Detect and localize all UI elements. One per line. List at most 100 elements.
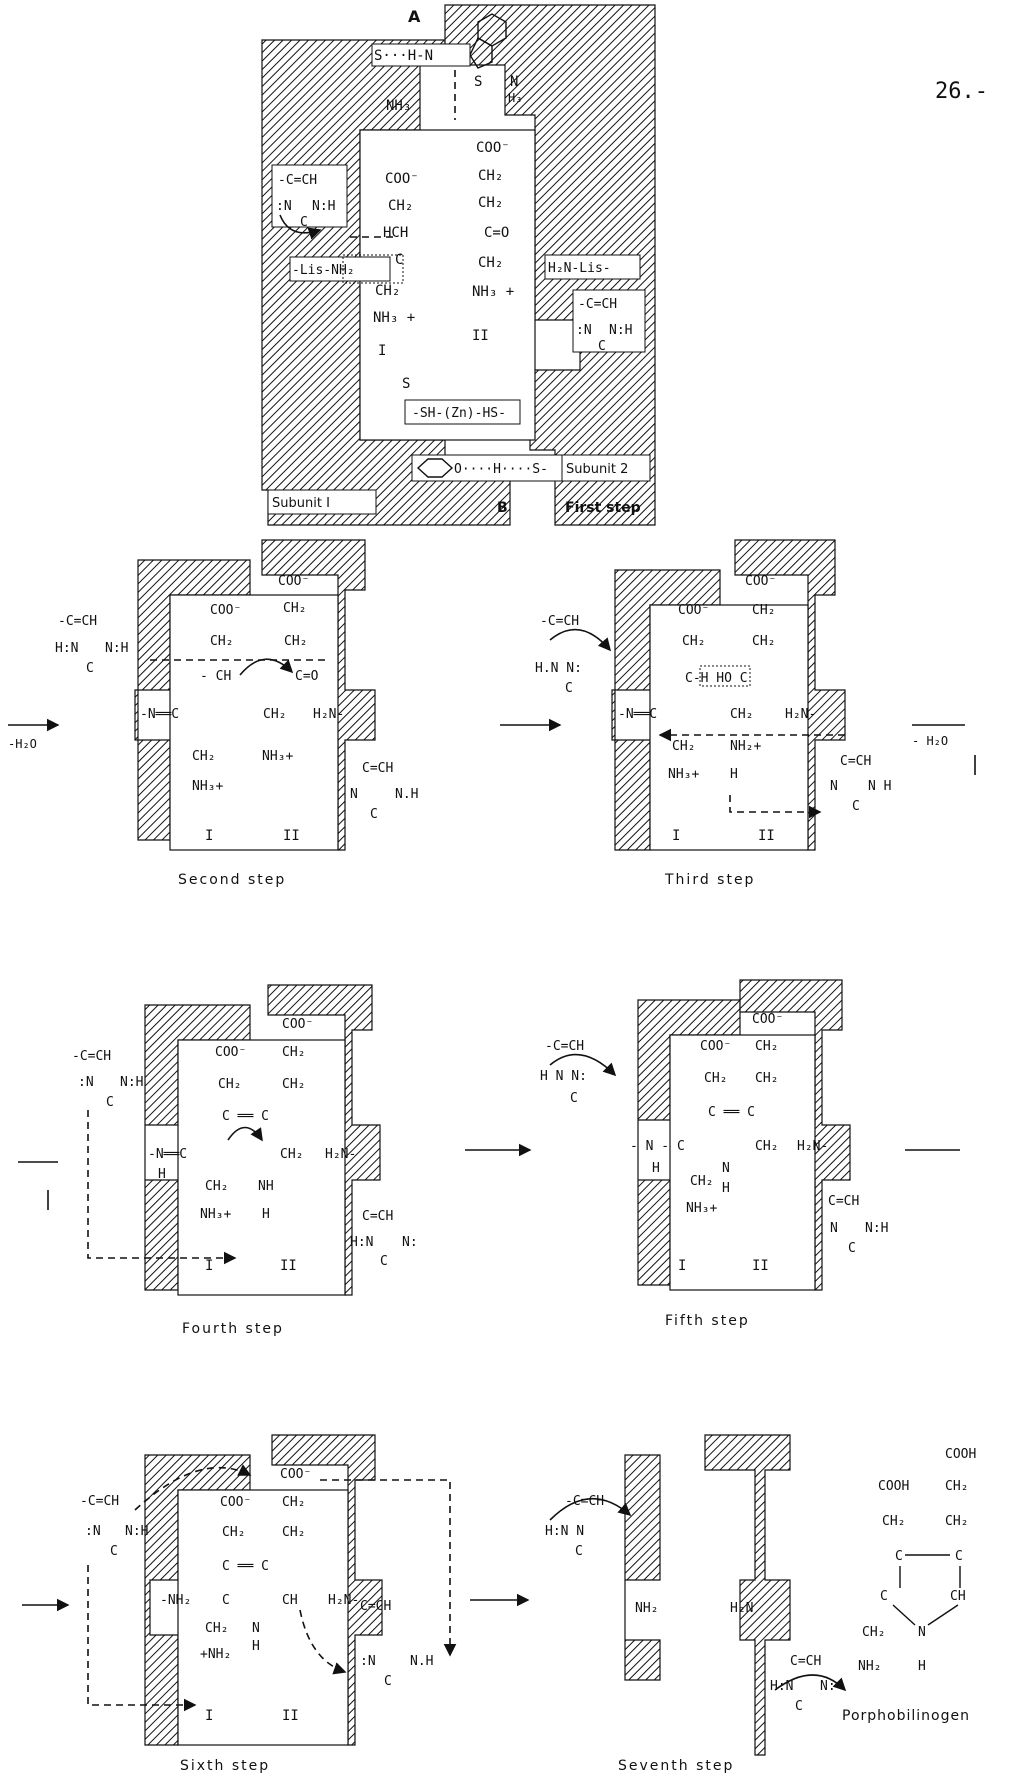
sixth-step-panel: COO⁻ COO⁻ CH₂ CH₂ CH₂ C ══ C -NH₂ C CH H… xyxy=(80,1434,457,1774)
s2-arrow-note: -H₂O xyxy=(8,737,37,751)
seventh-step-panel: NH₂ H₂N -C=CH H:N N C C=CH H:N N: C Seve… xyxy=(545,1434,847,1774)
amine-h3: H₃ xyxy=(508,91,522,105)
amine-n: N xyxy=(510,74,518,90)
sub-I-c: C xyxy=(395,252,403,268)
s4-his2-c: N: xyxy=(402,1235,418,1250)
s4-curve xyxy=(227,1126,263,1142)
s6-label: Sixth step xyxy=(180,1758,270,1774)
electron-arrow xyxy=(279,214,322,240)
s3-ch2a: CH₂ xyxy=(752,603,775,618)
s7-his2-a: C=CH xyxy=(790,1654,821,1669)
s5-h2: H xyxy=(722,1181,730,1196)
sub-II-ch2a: CH₂ xyxy=(478,168,503,184)
s3-I: I xyxy=(672,828,680,844)
arrow-to-second-step: -H₂O xyxy=(8,718,60,751)
sub-II-coo: COO⁻ xyxy=(476,140,510,156)
step5-left-wall xyxy=(637,999,741,1286)
s4-h2: H xyxy=(262,1207,270,1222)
s4-his-c: N:H xyxy=(120,1075,143,1090)
s4-label: Fourth step xyxy=(182,1321,284,1337)
s3-label: Third step xyxy=(664,872,755,888)
s4-his2-a: C=CH xyxy=(362,1209,393,1224)
s2-his2-d: C xyxy=(370,807,378,822)
s7-label: Seventh step xyxy=(618,1758,734,1774)
s6-nh2: -NH₂ xyxy=(160,1593,191,1608)
s3-ch2e: CH₂ xyxy=(672,739,695,754)
s3-his-a: -C=CH xyxy=(540,614,579,629)
lysine-left: -Lis-NH₂ xyxy=(292,263,355,278)
s4-ch2b: CH₂ xyxy=(218,1077,241,1092)
sub-I-nh3: NH₃ + xyxy=(373,310,415,326)
s4-schiff: -N══C xyxy=(148,1147,187,1162)
s3-dotbox xyxy=(699,665,751,687)
step4-left-wall xyxy=(144,1004,251,1291)
schiff-base-highlight xyxy=(342,254,404,284)
s2-coo1: COO⁻ xyxy=(210,603,241,618)
zinc-site-box xyxy=(404,399,521,425)
s3-chho: C-H HO C xyxy=(685,671,748,686)
cys-sulfur: S xyxy=(402,376,410,392)
s6-ch2d: CH₂ xyxy=(205,1621,228,1636)
sub-I-label: I xyxy=(378,343,386,359)
his-right-c-ch: -C=CH xyxy=(578,297,617,312)
s4-his-a: -C=CH xyxy=(72,1049,111,1064)
subunit-1-box xyxy=(267,489,377,515)
s7-his2-c: N: xyxy=(820,1679,836,1694)
s6-his2-a: C=CH xyxy=(360,1599,391,1614)
s6-nh2b: +NH₂ xyxy=(200,1647,231,1662)
s5-his2-c: N:H xyxy=(865,1221,888,1236)
lysine-right: H₂N-Lis- xyxy=(548,261,611,276)
s3-II: II xyxy=(758,828,775,844)
porphobilinogen-structure: COOH COOH CH₂ CH₂ CH₂ C C C CH CH₂ N NH₂… xyxy=(842,1447,976,1724)
s4-cc: C ══ C xyxy=(222,1109,269,1124)
s6-his-d: C xyxy=(110,1544,118,1559)
s7-curve-b xyxy=(774,1674,847,1692)
s4-ch2a: CH₂ xyxy=(282,1045,305,1060)
s6-ch2c: CH₂ xyxy=(282,1525,305,1540)
pbg-ch2c: CH₂ xyxy=(945,1514,968,1529)
s3-nh2: NH₂+ xyxy=(730,739,761,754)
s6-ch: CH xyxy=(282,1593,298,1608)
s5-ch2a: CH₂ xyxy=(755,1039,778,1054)
s7-his2-d: C xyxy=(795,1699,803,1714)
zinc-site: -SH-(Zn)-HS- xyxy=(412,406,506,421)
sub-II-nh3: NH₃ + xyxy=(472,284,514,300)
s6-c: C xyxy=(222,1593,230,1608)
sub-I-hch: HCH xyxy=(383,225,408,241)
s5-his-c: C xyxy=(570,1091,578,1106)
s3-ch2b: CH₂ xyxy=(682,634,705,649)
pbg-c3: C xyxy=(880,1589,888,1604)
s2-curve xyxy=(239,658,294,676)
pbg-c1: C xyxy=(895,1549,903,1564)
s2-ch2d: CH₂ xyxy=(263,707,286,722)
s5-nh: - N - C xyxy=(630,1139,685,1154)
s6-coo1: COO⁻ xyxy=(220,1495,251,1510)
sub-II-ch2b: CH₂ xyxy=(478,195,503,211)
s6-his-c: N:H xyxy=(125,1524,148,1539)
pbg-ch: CH xyxy=(950,1589,966,1604)
s6-ch2a: CH₂ xyxy=(282,1495,305,1510)
s4-ch2c: CH₂ xyxy=(282,1077,305,1092)
s3-his2-a: C=CH xyxy=(840,754,871,769)
s2-schiff: -N══C xyxy=(140,707,179,722)
s5-ch2c: CH₂ xyxy=(755,1071,778,1086)
sub-II-co: C=O xyxy=(484,225,509,241)
sub-I-coo: COO⁻ xyxy=(385,171,419,187)
s2-I: I xyxy=(205,828,213,844)
s5-curve xyxy=(549,1053,617,1077)
s4-his-b: :N xyxy=(78,1075,94,1090)
s3-ch2c: CH₂ xyxy=(752,634,775,649)
pbg-n: N xyxy=(918,1625,926,1640)
s2-nh3a: NH₃+ xyxy=(262,749,293,764)
subunit-2-box xyxy=(561,454,651,482)
his-right-n: :N xyxy=(576,323,592,338)
his-left-nh: N:H xyxy=(312,199,335,214)
s4-coo2: COO⁻ xyxy=(282,1017,313,1032)
his-right-c: C xyxy=(598,339,606,354)
s7-nh2: NH₂ xyxy=(635,1601,658,1616)
s3-his2-d: C xyxy=(852,799,860,814)
tyrosine-link: O····H····S- xyxy=(454,462,548,477)
pbg-ch2d: CH₂ xyxy=(862,1625,885,1640)
histidine-left-box xyxy=(271,164,348,228)
step6-cavity xyxy=(177,1489,349,1746)
